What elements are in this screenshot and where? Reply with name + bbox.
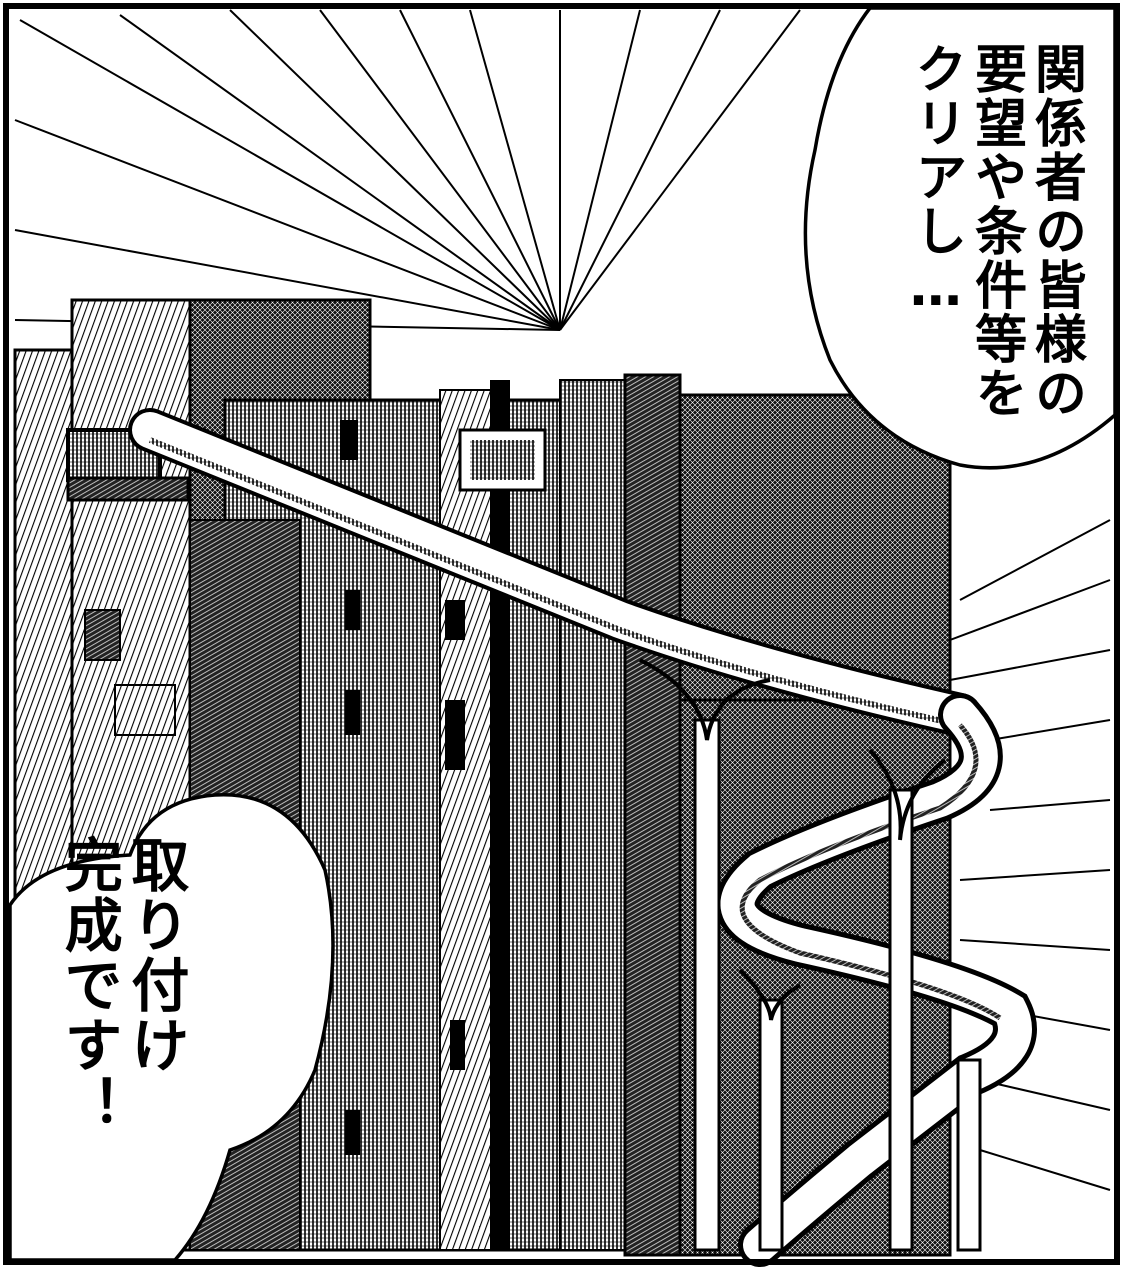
slide-tube (66, 408, 1037, 1267)
speech-bubble-bottom-left (8, 792, 335, 1262)
speech-text-top-right: 関係者の皆様の 要望や条件等を クリアし… (905, 42, 1086, 420)
speech-line-2: 完成です！ (54, 835, 123, 1135)
speech-bubble-top-right (803, 6, 1117, 470)
speech-line-3: クリアし… (905, 42, 966, 320)
speech-line-1: 取り付け (121, 835, 190, 1075)
speech-line-1: 関係者の皆様の (1025, 42, 1086, 420)
speech-line-2: 要望や条件等を (965, 42, 1026, 420)
speech-text-bottom-left: 取り付け 完成です！ (54, 835, 190, 1135)
panel-border (3, 3, 1120, 1265)
